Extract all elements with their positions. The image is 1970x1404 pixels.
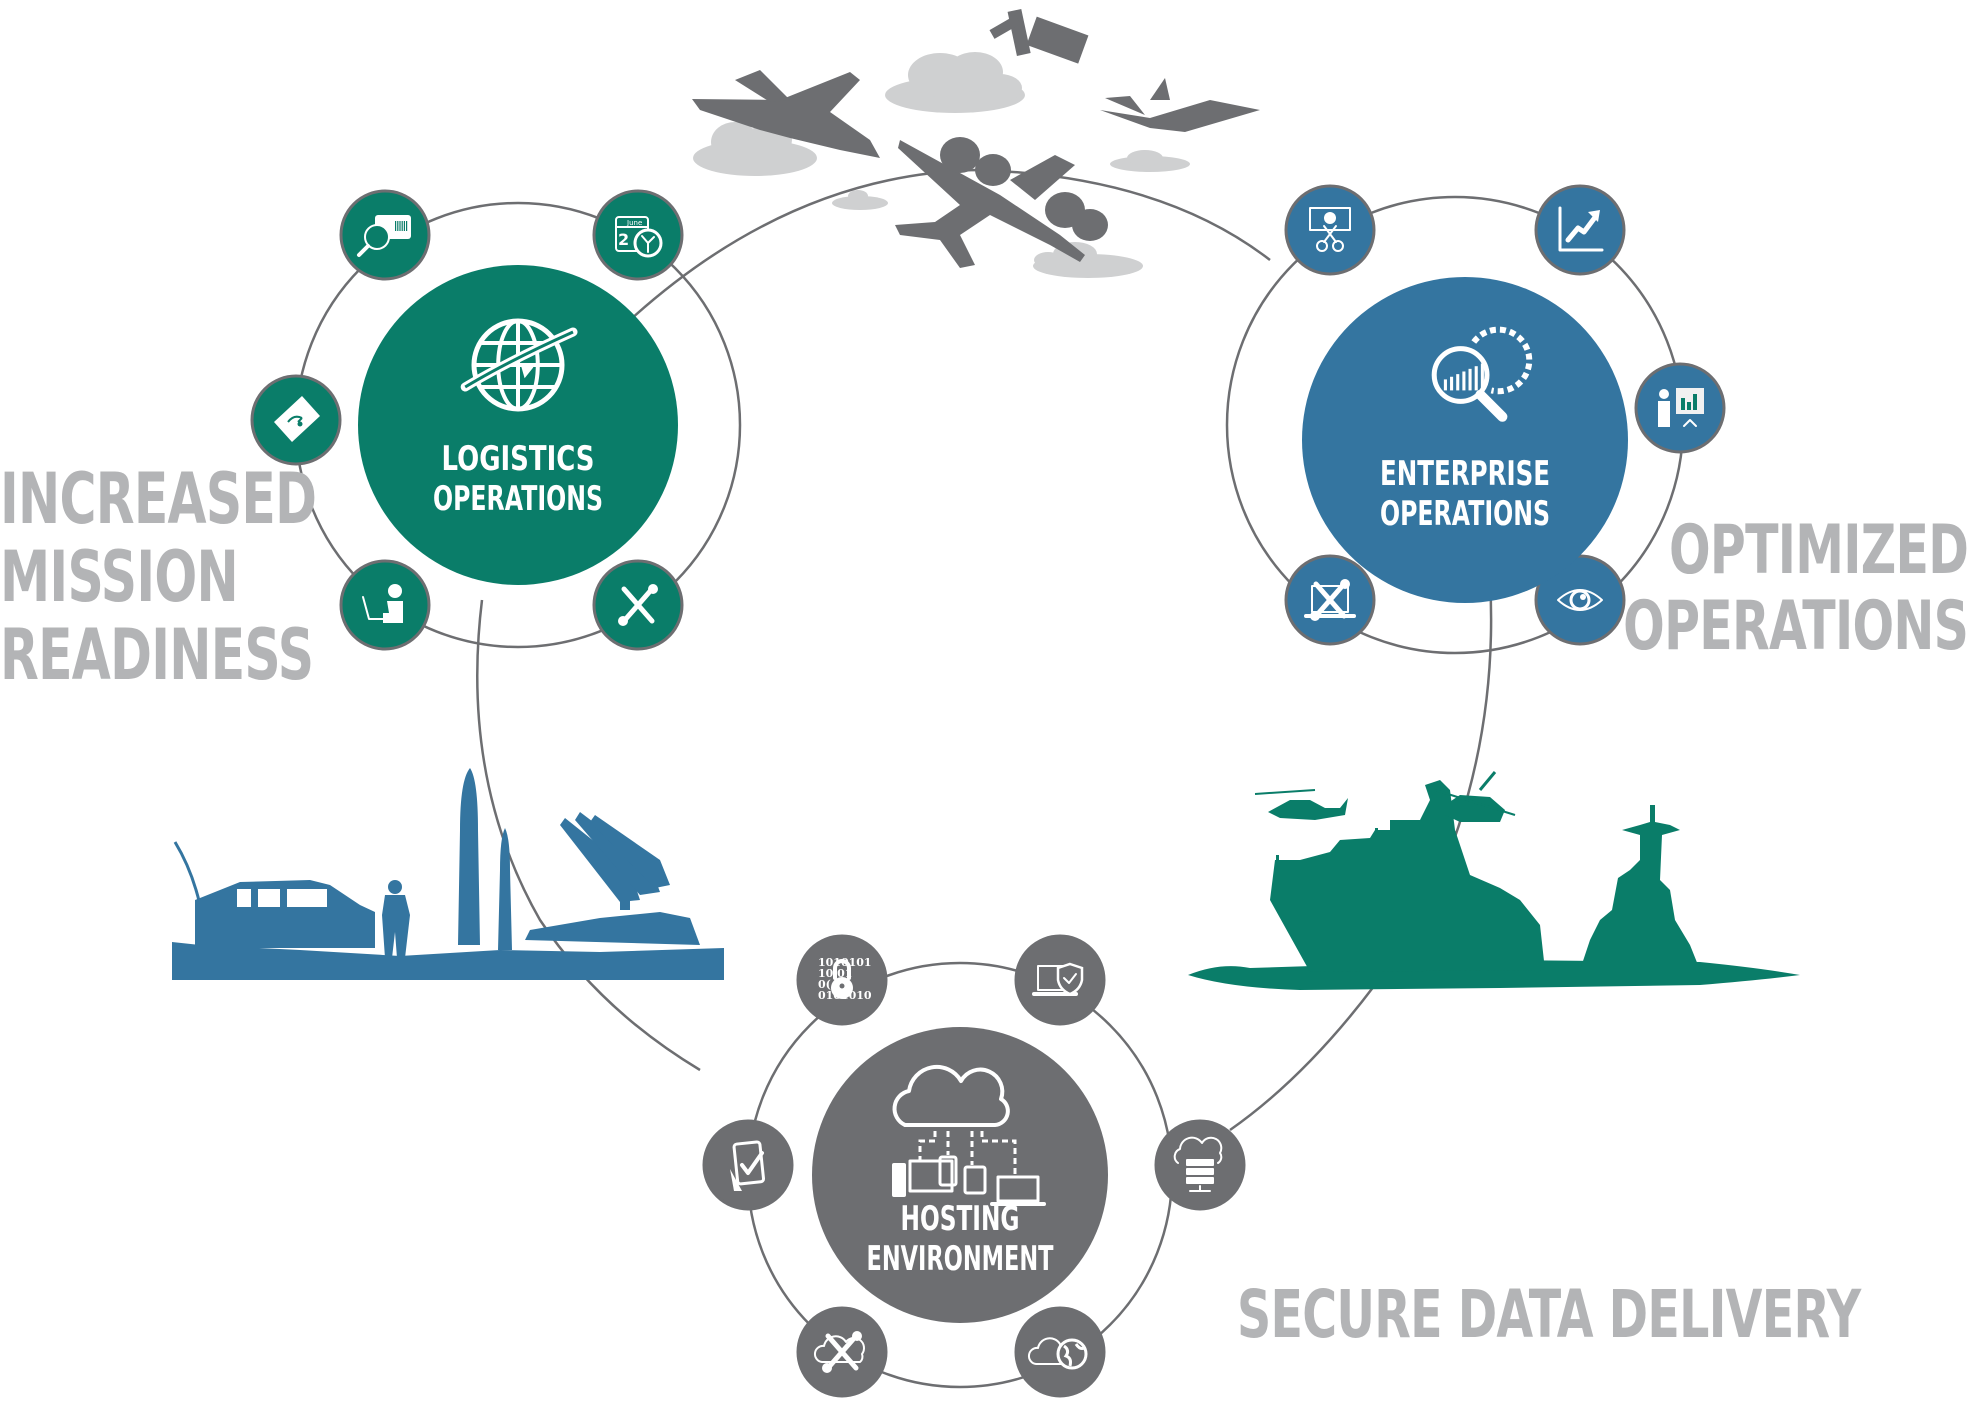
satellite-node — [1284, 554, 1376, 646]
cloud-tools-icon — [813, 1331, 865, 1373]
cloud — [1110, 150, 1190, 172]
soldier-icon — [382, 880, 410, 958]
laptop-tools-icon — [1304, 579, 1356, 621]
satellite-node — [1534, 554, 1626, 646]
satellite-node — [1634, 362, 1726, 454]
missile-icon — [458, 768, 512, 950]
cloud-devices-icon — [892, 1064, 1046, 1206]
satellite-circle — [339, 559, 431, 651]
magnifier-chart-gear-icon — [1431, 326, 1533, 422]
logistics-main-circle — [358, 265, 678, 585]
sea-scene — [1188, 771, 1800, 990]
hubs: June2LOGISTICSOPERATIONSENTERPRISEOPERAT… — [250, 184, 1726, 1398]
cloud-globe-icon — [1027, 1337, 1088, 1370]
fighter-jet-left-icon — [692, 70, 880, 158]
svg-text:June: June — [626, 219, 642, 227]
satellite-node — [250, 374, 342, 466]
satellite-node — [339, 559, 431, 651]
satellite-node — [339, 189, 431, 281]
helicopter-left-icon — [1254, 789, 1348, 820]
land-scene — [172, 768, 724, 980]
outcome-secure-data-delivery: SECURE DATA DELIVERY — [1237, 1276, 1861, 1353]
eye-icon — [1557, 589, 1603, 611]
enterprise-main-circle — [1302, 277, 1628, 603]
left-arc — [476, 599, 701, 1072]
air-scene — [692, 9, 1260, 278]
cloud-server-icon — [1173, 1136, 1223, 1192]
laptop-shield-check-icon — [1032, 962, 1084, 996]
antenna — [173, 841, 202, 906]
satellite-node — [1014, 934, 1106, 1026]
logistics-label-line-2: OPERATIONS — [433, 479, 603, 519]
satellite-circle — [1534, 554, 1626, 646]
money-scissors-icon — [1309, 207, 1351, 252]
helicopter-right-icon — [1434, 771, 1516, 822]
missile-launcher-icon — [525, 812, 700, 945]
satellite-node — [1284, 184, 1376, 276]
tablet-checkmark-icon — [730, 1140, 766, 1191]
wrench-screwdriver-icon — [618, 584, 658, 626]
satellite-node — [702, 1119, 794, 1211]
enterprise-label-line-2: OPERATIONS — [1380, 494, 1550, 534]
svg-text:2: 2 — [618, 230, 629, 249]
person-laptop-icon — [362, 584, 403, 623]
hosting-label-line-1: HOSTING — [901, 1199, 1020, 1239]
barcode-card-magnifier-icon — [357, 215, 411, 257]
logistics-label-line-1: LOGISTICS — [442, 439, 595, 479]
hosting-main-circle — [812, 1027, 1108, 1323]
outcome-optimized-operations: OPTIMIZED OPERATIONS — [1622, 511, 1969, 666]
cloud — [832, 190, 888, 210]
satellite-node: June 2 — [592, 189, 684, 281]
cloud — [1033, 242, 1143, 278]
fighter-jet-right-icon — [1100, 78, 1260, 132]
cloud — [885, 52, 1025, 113]
hosting-label-line-2: ENVIRONMENT — [867, 1239, 1055, 1279]
awacs-aircraft-icon — [895, 137, 1108, 268]
warship-small-icon — [1580, 805, 1700, 970]
satellite-node — [592, 559, 684, 651]
humvee-icon — [195, 880, 375, 948]
growth-chart-arrow-icon — [1558, 206, 1604, 252]
main-cycle-arc — [629, 168, 1271, 321]
satellite-node — [1534, 184, 1626, 276]
outcome-increased-mission-readiness: INCREASED MISSION READINESS — [0, 458, 317, 696]
enterprise-label-line-1: ENTERPRISE — [1380, 454, 1550, 494]
satellite-circle — [702, 1119, 794, 1211]
globe-arrow-icon — [460, 318, 578, 412]
tactical-map-icon — [274, 396, 320, 442]
satellite-node — [796, 1306, 888, 1398]
calendar-clock-icon: June 2 — [615, 216, 663, 258]
satellite-node — [1154, 1119, 1246, 1211]
presenter-chart-icon — [1658, 388, 1704, 427]
satellite-icon — [989, 9, 1089, 64]
satellite-node — [1014, 1306, 1106, 1398]
ground — [172, 942, 724, 980]
warship-large-icon — [1270, 780, 1545, 972]
